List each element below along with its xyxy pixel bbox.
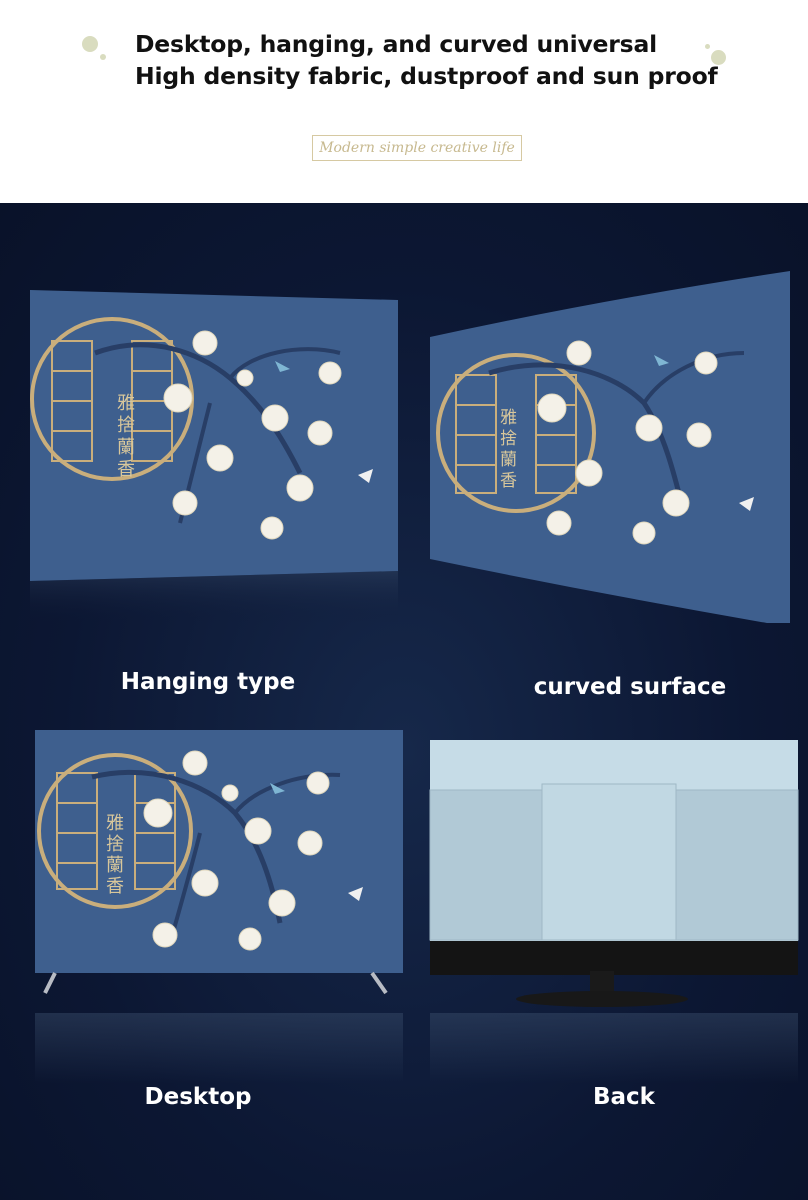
product-showcase: 雅捨蘭香 Hanging type: [0, 203, 808, 1200]
headline-line-1: Desktop, hanging, and curved universal: [135, 30, 657, 58]
floor-reflection: [430, 1013, 798, 1083]
art-calligraphy: 雅捨蘭香: [500, 408, 517, 491]
tv-cover-back-view: [429, 740, 799, 1007]
panel-label-back: Back: [593, 1084, 655, 1110]
decorative-dot: [705, 44, 710, 49]
panel-label-curved: curved surface: [533, 674, 727, 700]
decorative-dot: [82, 36, 98, 52]
decorative-dot: [100, 54, 106, 60]
tv-cover-curved: [430, 271, 790, 623]
decorative-dot: [711, 50, 726, 65]
header-section: Desktop, hanging, and curved universal H…: [0, 0, 808, 203]
panel-back: Back: [404, 703, 808, 1200]
headline-line-2: High density fabric, dustproof and sun p…: [135, 62, 718, 90]
floor-reflection: [35, 1013, 403, 1083]
headline: Desktop, hanging, and curved universal H…: [135, 28, 718, 92]
art-calligraphy: 雅捨蘭香: [106, 813, 124, 897]
panel-label-hanging: Hanging type: [120, 669, 296, 695]
panel-label-desktop: Desktop: [144, 1084, 252, 1110]
art-calligraphy: 雅捨蘭香: [117, 393, 135, 480]
panel-hanging-type: 雅捨蘭香 Hanging type: [0, 203, 404, 703]
panel-desktop: 雅捨蘭香 Desktop: [0, 703, 404, 1200]
tv-cover-hanging: [30, 290, 398, 623]
tv-cover-desktop: [35, 730, 403, 995]
panel-curved-surface: 雅捨蘭香 curved surface: [404, 203, 808, 703]
tagline-box: Modern simple creative life: [312, 135, 522, 161]
